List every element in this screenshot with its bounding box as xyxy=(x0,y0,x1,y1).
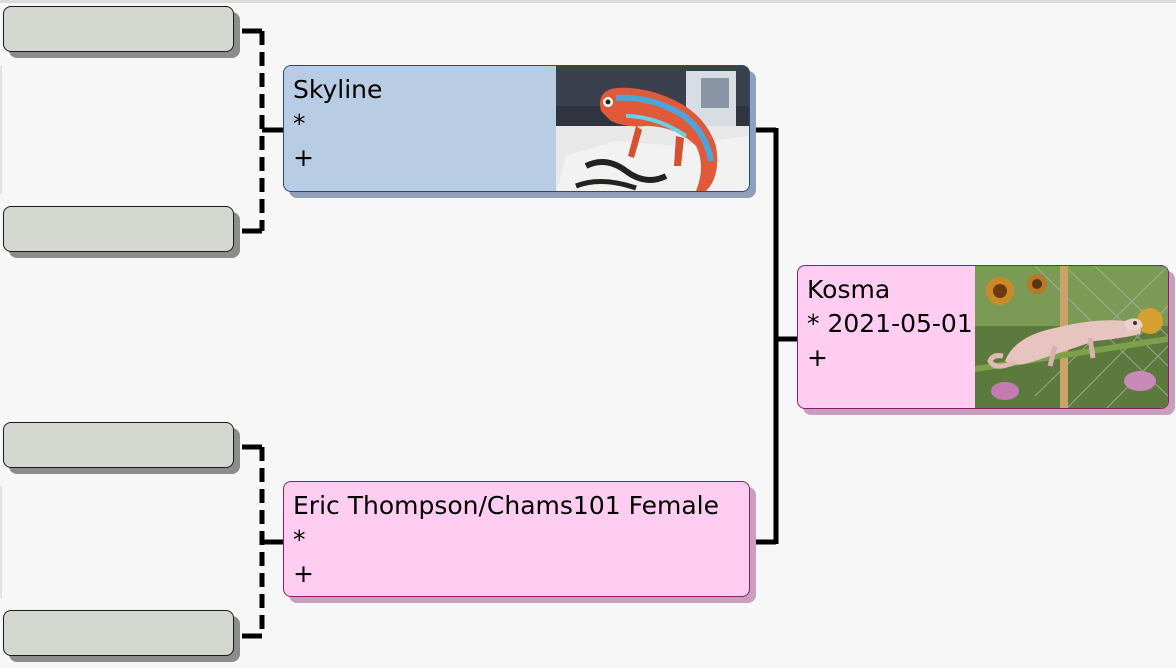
top-border xyxy=(0,0,1176,3)
father-details: Skyline * + xyxy=(293,73,382,175)
empty-grandparent-box-2[interactable] xyxy=(3,206,234,252)
chameleon-photo-pink xyxy=(975,266,1168,408)
left-border-lower xyxy=(0,486,2,598)
root-name: Kosma xyxy=(807,275,891,304)
father-person-box[interactable]: Skyline * + xyxy=(283,65,750,192)
mother-parents-connector xyxy=(242,444,284,639)
mother-details: Eric Thompson/Chams101 Female * + xyxy=(293,489,719,591)
father-name: Skyline xyxy=(293,75,383,104)
father-parents-connector xyxy=(242,28,284,234)
left-border-upper xyxy=(0,66,2,194)
mother-death: + xyxy=(293,559,314,588)
father-death: + xyxy=(293,143,314,172)
mother-person-box[interactable]: Eric Thompson/Chams101 Female * + xyxy=(283,481,750,597)
empty-grandparent-box-1[interactable] xyxy=(3,6,234,52)
root-person-box[interactable]: Kosma * 2021-05-01 + xyxy=(797,265,1169,409)
empty-grandparent-box-4[interactable] xyxy=(3,610,234,656)
empty-grandparent-box-3[interactable] xyxy=(3,422,234,468)
root-death: + xyxy=(807,343,828,372)
root-details: Kosma * 2021-05-01 + xyxy=(807,273,973,375)
mother-birth: * xyxy=(293,525,306,554)
root-parents-connector xyxy=(750,127,800,545)
mother-name: Eric Thompson/Chams101 Female xyxy=(293,491,719,520)
chameleon-photo-red-blue xyxy=(556,66,749,191)
root-birth: * 2021-05-01 xyxy=(807,309,973,338)
father-birth: * xyxy=(293,109,306,138)
